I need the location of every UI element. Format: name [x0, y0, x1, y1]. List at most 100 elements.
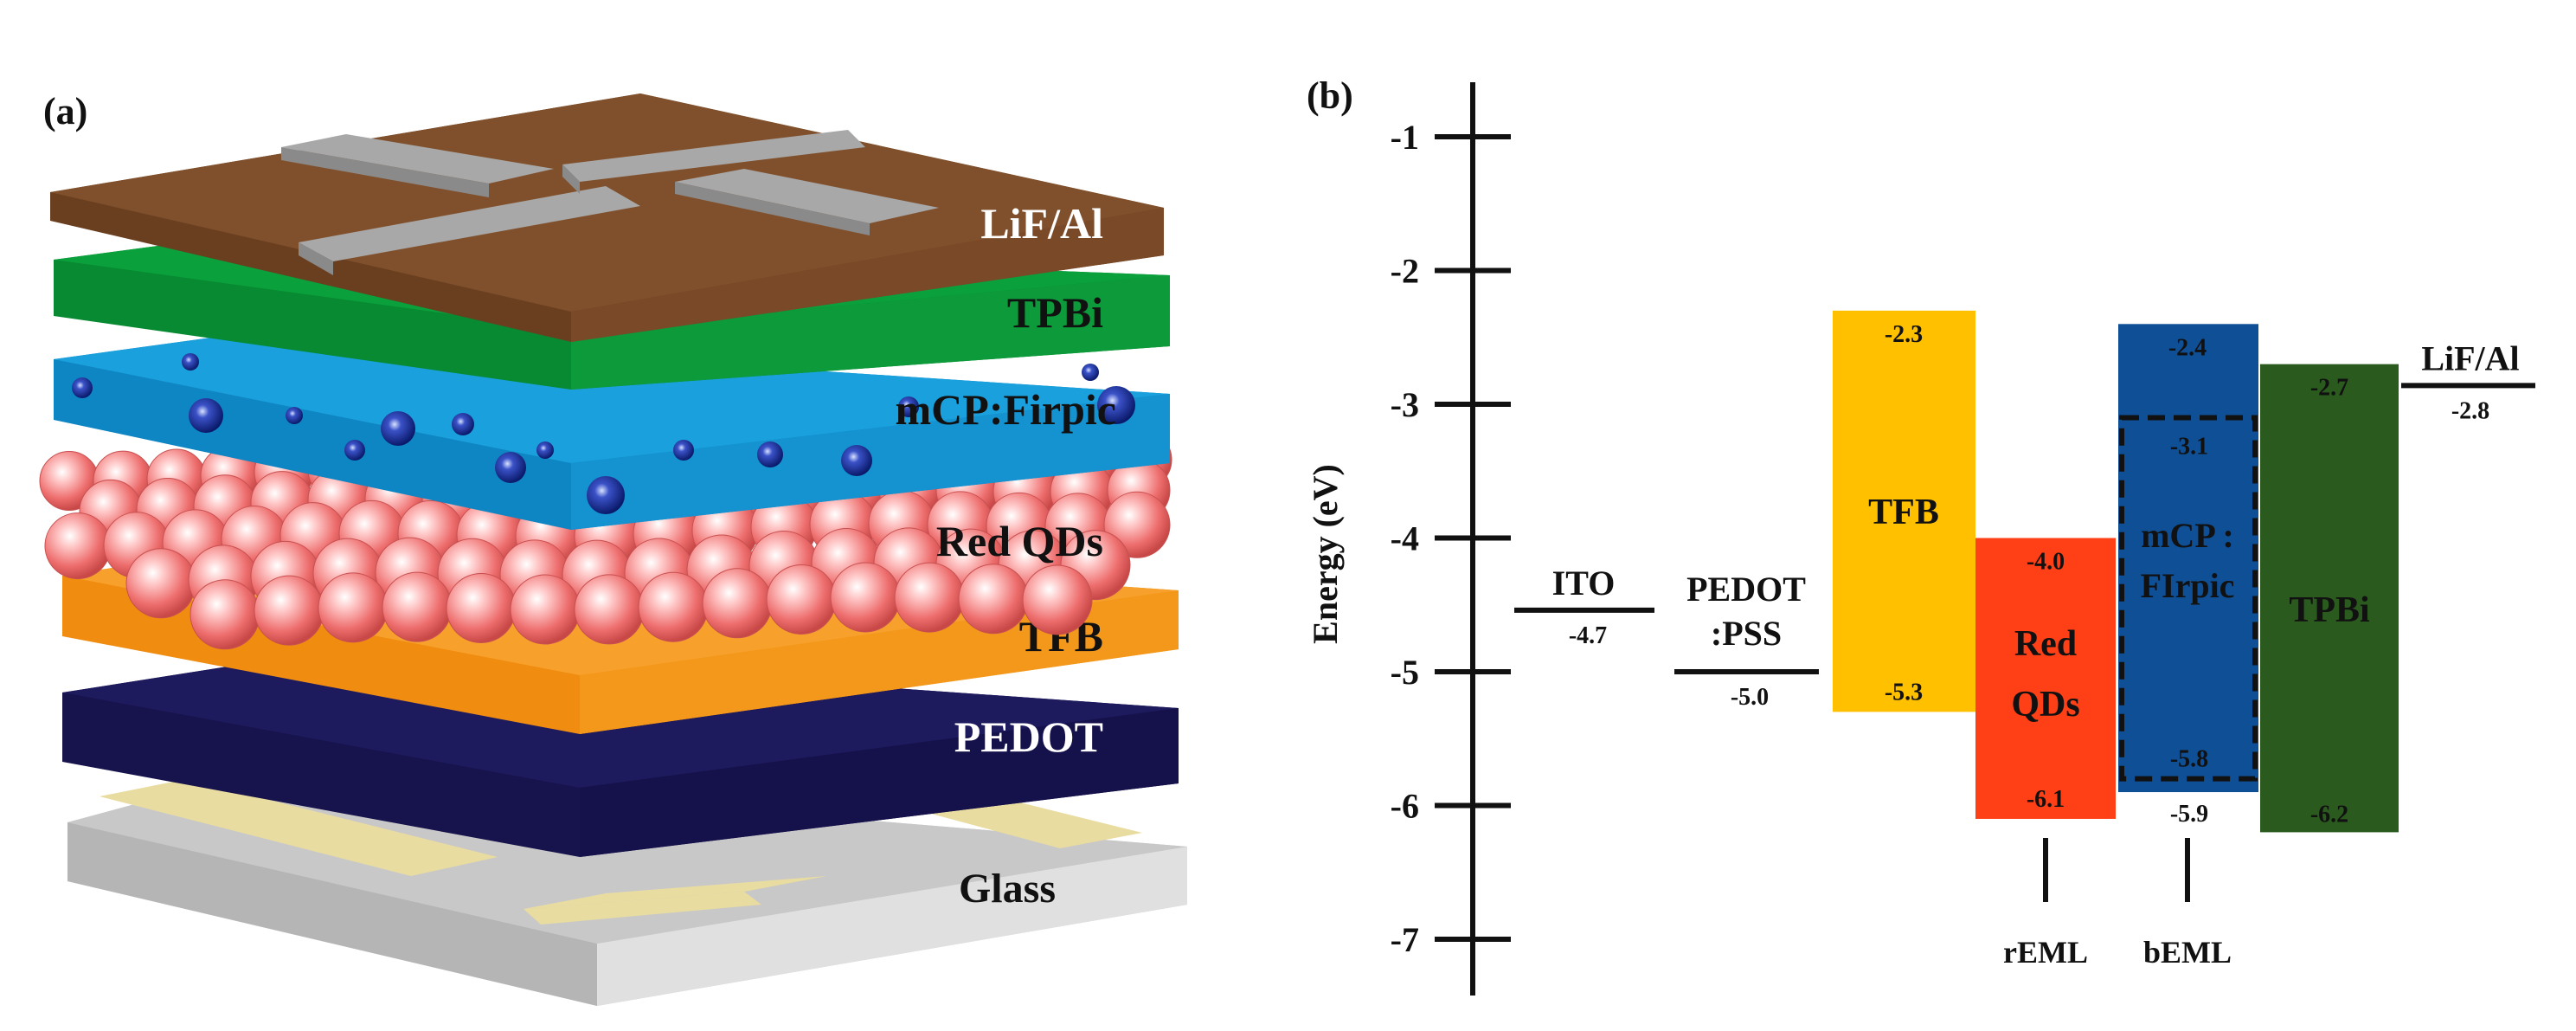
reml-label: rEML	[2003, 935, 2088, 970]
quantum-dot	[702, 568, 773, 639]
firpic-dopant-dot	[898, 396, 919, 417]
tpbi-side-face	[571, 275, 1170, 390]
tfb-band-box	[1833, 310, 1975, 712]
quantum-dot	[382, 571, 453, 642]
red-qds-box-label-1: Red	[2014, 624, 2077, 664]
firpic-dopant-dot	[841, 445, 872, 476]
mcp-band-box	[2118, 324, 2258, 793]
al-bar-3-edge	[562, 164, 580, 194]
tfb-lumo-value: -2.3	[1885, 321, 1923, 348]
panel-b-label: (b)	[1307, 74, 1353, 117]
lifal-label: LiF/Al	[2421, 338, 2519, 377]
axis-tick-label: -4	[1391, 519, 1419, 558]
level-ito: ITO -4.7	[1514, 564, 1654, 649]
box-red-qds: -4.0 -6.1 Red QDs	[1975, 538, 2116, 819]
red-qds-box-label-2: QDs	[2011, 685, 2079, 725]
firpic-dopant-dot	[381, 411, 415, 446]
lifal-side-face	[571, 208, 1164, 342]
tpbi-homo-value: -6.2	[2310, 801, 2348, 828]
beml-label: bEML	[2143, 935, 2232, 970]
quantum-dot	[44, 512, 112, 580]
axis-label-energy: Energy (eV)	[1306, 464, 1345, 644]
mcp-box-label-1: mCP :	[2141, 516, 2234, 555]
firpic-lumo-value: -3.1	[2170, 433, 2208, 460]
axis-tick-label: -5	[1391, 653, 1419, 692]
firpic-homo-value: -5.8	[2170, 746, 2208, 773]
layer-label-glass: Glass	[959, 866, 1056, 912]
layer-label-red-qds: Red QDs	[936, 517, 1103, 565]
layer-label-lif-al: LiF/Al	[980, 199, 1103, 248]
red-qds-band-box	[1975, 538, 2116, 819]
panel-a-label: (a)	[43, 90, 87, 132]
mcp-homo-value: -5.9	[2170, 801, 2208, 828]
ito-strip-bottom	[524, 876, 826, 909]
tpbi-lumo-value: -2.7	[2310, 375, 2348, 402]
firpic-dopant-dot	[189, 398, 223, 433]
eml-markers: rEML bEML	[2003, 838, 2232, 970]
firpic-dopant-dot	[72, 377, 93, 398]
layer-label-mcp-firpic: mCP:Firpic	[896, 385, 1116, 434]
firpic-dopant-dot	[587, 476, 625, 514]
firpic-dopant-dot	[673, 440, 694, 461]
ito-strip-left	[100, 779, 498, 876]
al-bar-4	[675, 169, 939, 223]
layer-lif-al: LiF/Al	[50, 93, 1164, 342]
box-mcp-firpic: -2.4 -3.1 -5.8 -5.9 mCP : FIrpic	[2118, 324, 2258, 828]
firpic-dopant-dot	[757, 441, 783, 467]
panel-a-device-stack: (a) Glass PEDOT TFB	[39, 90, 1187, 1006]
firpic-dopant-dot	[182, 353, 199, 371]
al-bar-1-edge	[281, 147, 489, 197]
quantum-dot	[638, 571, 709, 642]
firpic-dopant-dot	[286, 407, 303, 424]
mcp-box-label-2: FIrpic	[2141, 566, 2235, 605]
red-qds-lumo-value: -4.0	[2027, 549, 2065, 576]
quantum-dot	[766, 564, 837, 635]
firpic-dopant-dot	[344, 440, 365, 461]
quantum-dot	[446, 572, 517, 643]
glass-side-face	[597, 847, 1187, 1006]
level-pedot-pss: PEDOT :PSS -5.0	[1674, 570, 1819, 711]
panel-b-energy-diagram: (b) -1-2-3-4-5-6-7 Energy (eV) ITO -4.7 …	[1306, 74, 2535, 996]
layer-label-tpbi: TPBi	[1007, 288, 1103, 337]
axis-tick-label: -1	[1391, 118, 1419, 157]
energy-axis: -1 -2 -3 -4 -5 -6 -7	[1391, 82, 1511, 996]
tpbi-box-label: TPBi	[2289, 590, 2370, 630]
tpbi-band-box	[2260, 364, 2399, 833]
al-bar-4-edge	[675, 182, 870, 235]
quantum-dot	[318, 572, 389, 643]
pedot-label-line1: PEDOT	[1686, 570, 1806, 609]
pedot-label-line2: :PSS	[1711, 614, 1782, 653]
firpic-band-dashed-box	[2119, 415, 2258, 782]
energy-boxes: -2.3 -5.3 TFB -4.0 -6.1 Red QDs -2.4 -3.…	[1833, 310, 2399, 833]
pedot-side-face	[580, 708, 1179, 857]
layer-label-pedot: PEDOT	[954, 712, 1103, 761]
axis-tick-label: -7	[1391, 920, 1419, 959]
axis-tick-label: -2	[1391, 252, 1419, 291]
level-lif-al: LiF/Al -2.8	[2401, 338, 2535, 424]
firpic-dopant-dot	[1097, 386, 1135, 424]
quantum-dot	[510, 574, 581, 645]
quantum-dot	[574, 574, 645, 645]
lifal-level-value: -2.8	[2451, 397, 2489, 424]
firpic-dopant-dot	[536, 441, 554, 459]
firpic-dopant-dot	[495, 452, 526, 483]
layer-mcp-firpic: mCP:Firpic	[54, 333, 1170, 530]
red-qds-homo-value: -6.1	[2027, 786, 2065, 813]
axis-tick-label: -6	[1391, 787, 1419, 826]
firpic-dopants	[72, 353, 1135, 514]
pedot-level-value: -5.0	[1731, 684, 1769, 711]
al-bar-3	[562, 130, 865, 182]
quantum-dot	[125, 548, 196, 619]
quantum-dot	[254, 575, 324, 646]
firpic-dopant-dot	[1082, 364, 1099, 381]
al-bar-2	[299, 186, 640, 261]
mcp-top-face	[54, 333, 1170, 463]
glass-front-face	[67, 822, 597, 1006]
ito-strip-bottom-edge	[524, 892, 761, 925]
quantum-dot	[830, 562, 901, 633]
axis-tick-label: -3	[1391, 385, 1419, 424]
al-bar-1	[281, 134, 554, 184]
tfb-side-face	[580, 590, 1179, 734]
tfb-homo-value: -5.3	[1885, 679, 1923, 706]
